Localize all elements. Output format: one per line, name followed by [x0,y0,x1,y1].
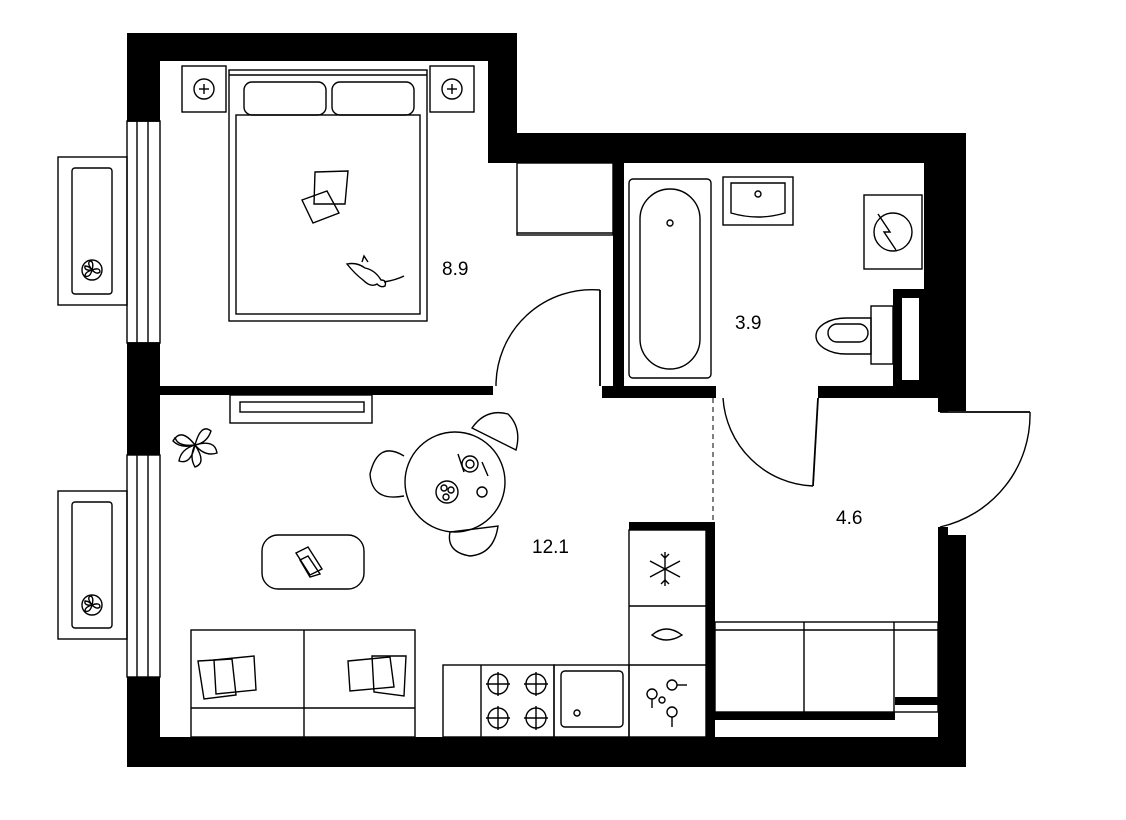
bedroom-area-label: 8.9 [442,259,468,280]
wardrobe-icon [714,621,939,713]
plant-icon [172,428,218,468]
ac-unit-bottom [57,490,128,640]
cat-icon [345,254,405,288]
bedroom-door[interactable] [495,288,601,387]
pillow-icon [301,170,349,224]
living-area-label: 12.1 [532,537,569,558]
fan-icon [81,259,103,281]
stove-icon [442,664,555,738]
snowflake-icon [649,552,681,586]
fridge-icon [628,529,707,738]
sofa-icon [190,629,416,738]
hall-area-label: 4.6 [836,508,862,529]
walls [127,33,966,767]
window-bottom [126,454,161,678]
bathroom-shelf [893,289,924,386]
nightstand-left [181,65,227,113]
chair-icon [369,450,405,498]
chair-icon [448,525,499,557]
lamp-icon [193,78,215,100]
bathroom-door[interactable] [722,397,819,487]
chair-icon [470,411,519,452]
bathtub-icon [628,178,712,379]
lamp-icon [441,78,463,100]
bed [228,69,428,322]
bathroom-area-label: 3.9 [735,313,761,334]
ac-unit-top [57,156,128,306]
nightstand-right [429,65,475,113]
window-top [126,120,161,344]
wardrobe-niche [516,162,614,236]
fan-icon [81,594,103,616]
entrance-door[interactable] [938,404,1031,536]
kitchen-sink-icon [553,664,630,738]
tv-icon [229,394,373,424]
pillow-icon [197,655,407,700]
dining-table-icon [369,411,519,557]
toilet-icon [815,305,894,365]
coffee-table-icon [261,534,365,590]
washing-machine-icon [863,194,923,270]
sink-icon [722,176,794,226]
